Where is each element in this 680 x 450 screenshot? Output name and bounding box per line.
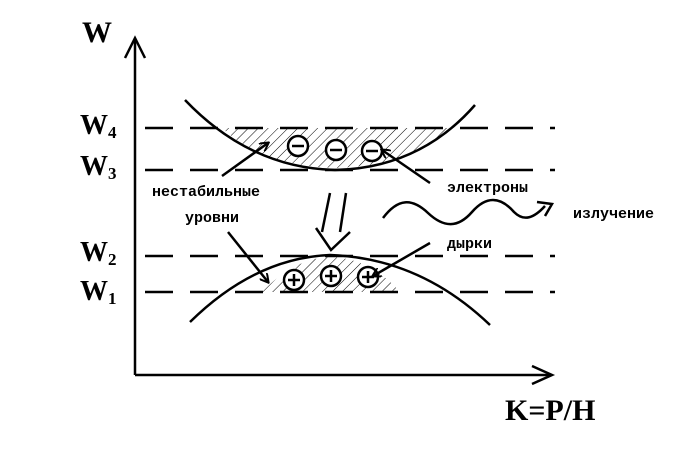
hole-3 [356, 265, 380, 289]
level-label-w1: W1 [80, 276, 117, 308]
y-axis-arrow-icon [123, 35, 147, 59]
valence-band-curve [189, 253, 491, 326]
hole-1 [282, 268, 306, 292]
unstable-arrow-lower [227, 231, 268, 282]
level-label-w2: W2 [80, 237, 117, 269]
electrons-arrow [382, 150, 431, 185]
unstable-levels-label-line2: уровни [185, 210, 239, 227]
unstable-arrow-upper [221, 143, 268, 178]
radiation-label: излучение [573, 206, 654, 223]
x-axis-arrow-icon [531, 364, 556, 386]
y-axis-label: W [82, 16, 112, 49]
electrons-label: электроны [447, 180, 528, 197]
conduction-band-curve [184, 99, 476, 172]
unstable-levels-label-line1: нестабильные [152, 184, 260, 201]
holes-label: дырки [447, 236, 492, 253]
transition-arrow-icon [314, 192, 351, 252]
level-label-w4: W4 [80, 110, 117, 142]
holes-arrow [373, 241, 431, 276]
radiation-wave-icon [382, 198, 546, 226]
electron-3 [360, 139, 384, 163]
radiation-arrowhead-icon [536, 200, 555, 217]
x-axis-label: K=P/H [505, 394, 595, 427]
level-label-w3: W3 [80, 151, 117, 183]
electron-2 [324, 138, 348, 162]
hole-2 [319, 264, 343, 288]
electron-1 [286, 134, 310, 158]
